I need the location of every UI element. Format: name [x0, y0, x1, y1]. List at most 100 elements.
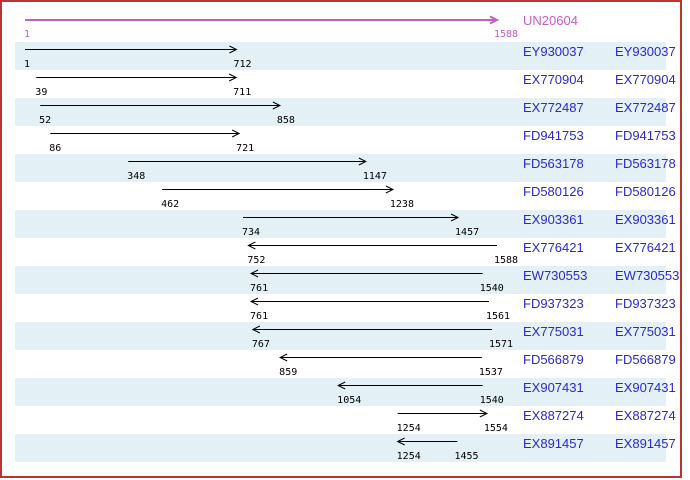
- accession-label[interactable]: EX903361: [523, 212, 584, 227]
- accession-label-secondary[interactable]: FD566879: [615, 352, 676, 367]
- row-band: [15, 98, 666, 126]
- end-coord: 858: [276, 115, 295, 126]
- alignment-arrow-icon: [247, 241, 497, 250]
- accession-label-secondary[interactable]: FD941753: [615, 128, 676, 143]
- alignment-row: 1 712 EY930037 EY930037: [0, 42, 690, 70]
- alignment-row: 39 711 EX770904 EX770904: [0, 70, 690, 98]
- accession-label-secondary[interactable]: EX887274: [615, 408, 676, 423]
- start-coord: 462: [161, 199, 180, 210]
- alignment-row: 761 1561 FD937323 FD937323: [0, 294, 690, 322]
- start-coord: 52: [39, 115, 52, 126]
- accession-label[interactable]: EX891457: [523, 436, 584, 451]
- accession-label-secondary[interactable]: EX891457: [615, 436, 676, 451]
- accession-label[interactable]: EX776421: [523, 240, 584, 255]
- end-coord: 1571: [488, 339, 514, 350]
- start-coord: 761: [250, 283, 269, 294]
- accession-label[interactable]: EW730553: [523, 268, 588, 283]
- accession-label-secondary[interactable]: FD937323: [615, 296, 676, 311]
- accession-label[interactable]: EX775031: [523, 324, 584, 339]
- reference-arrow-icon: [25, 15, 500, 25]
- accession-label[interactable]: EX770904: [523, 72, 584, 87]
- start-coord: 86: [49, 143, 62, 154]
- reference-row: 1 1588 UN20604: [0, 12, 690, 42]
- start-coord: 752: [247, 255, 266, 266]
- accession-label-secondary[interactable]: FD580126: [615, 184, 676, 199]
- row-band: [15, 434, 666, 462]
- alignment-arrow-icon: [397, 409, 489, 418]
- row-band: [15, 42, 666, 70]
- accession-label-secondary[interactable]: EX770904: [615, 72, 676, 87]
- alignment-arrow-icon: [162, 185, 395, 194]
- row-band: [15, 154, 666, 182]
- accession-label-secondary[interactable]: EX903361: [615, 212, 676, 227]
- accession-label[interactable]: EX887274: [523, 408, 584, 423]
- accession-label-secondary[interactable]: EX772487: [615, 100, 676, 115]
- end-coord: 711: [233, 87, 252, 98]
- end-coord: 1238: [389, 199, 414, 210]
- alignment-arrow-icon: [396, 437, 458, 446]
- alignment-row: 859 1537 FD566879 FD566879: [0, 350, 690, 378]
- accession-label-secondary[interactable]: EX775031: [615, 324, 676, 339]
- end-coord: 1147: [362, 171, 387, 182]
- alignment-row: 734 1457 EX903361 EX903361: [0, 210, 690, 238]
- accession-label-secondary[interactable]: EX907431: [615, 380, 676, 395]
- end-coord: 721: [236, 143, 255, 154]
- accession-label-secondary[interactable]: EW730553: [615, 268, 680, 283]
- alignment-row: 1054 1540 EX907431 EX907431: [0, 378, 690, 406]
- end-coord: 712: [233, 59, 252, 70]
- accession-label-secondary[interactable]: EX776421: [615, 240, 676, 255]
- start-coord: 1054: [337, 395, 362, 406]
- alignment-arrow-icon: [128, 157, 367, 166]
- end-coord: 1561: [485, 311, 511, 322]
- accession-label[interactable]: EX907431: [523, 380, 584, 395]
- accession-label[interactable]: FD566879: [523, 352, 584, 367]
- start-coord: 859: [279, 367, 298, 378]
- start-coord: 348: [127, 171, 146, 182]
- alignment-arrow-icon: [50, 129, 241, 138]
- alignment-arrow-icon: [36, 73, 238, 82]
- alignment-row: 767 1571 EX775031 EX775031: [0, 322, 690, 350]
- alignment-row: 1254 1554 EX887274 EX887274: [0, 406, 690, 434]
- accession-label-secondary[interactable]: FD563178: [615, 156, 676, 171]
- end-coord: 1540: [479, 395, 504, 406]
- alignment-arrow-icon: [249, 297, 489, 306]
- start-coord: 1: [24, 29, 31, 40]
- accession-label[interactable]: EX772487: [523, 100, 584, 115]
- start-coord: 767: [251, 339, 270, 350]
- alignment-arrow-icon: [40, 101, 282, 110]
- start-coord: 1254: [396, 423, 421, 434]
- accession-label-secondary[interactable]: EY930037: [615, 44, 676, 59]
- alignment-row: 462 1238 FD580126 FD580126: [0, 182, 690, 210]
- end-coord: 1540: [479, 283, 504, 294]
- end-coord: 1455: [454, 451, 479, 462]
- alignment-row: 1254 1455 EX891457 EX891457: [0, 434, 690, 462]
- row-band: [15, 210, 666, 238]
- accession-label[interactable]: FD937323: [523, 296, 584, 311]
- start-coord: 1: [24, 59, 31, 70]
- alignment-arrow-icon: [25, 45, 238, 54]
- row-band: [15, 322, 666, 350]
- row-band: [15, 378, 666, 406]
- alignment-row: 86 721 FD941753 FD941753: [0, 126, 690, 154]
- row-band: [15, 266, 666, 294]
- end-coord: 1457: [455, 227, 480, 238]
- accession-label[interactable]: FD580126: [523, 184, 584, 199]
- alignment-row: 761 1540 EW730553 EW730553: [0, 266, 690, 294]
- end-coord: 1588: [494, 29, 519, 40]
- end-coord: 1554: [483, 423, 508, 434]
- start-coord: 1254: [396, 451, 421, 462]
- start-coord: 761: [250, 311, 269, 322]
- alignment-row: 348 1147 FD563178 FD563178: [0, 154, 690, 182]
- accession-label[interactable]: FD563178: [523, 156, 584, 171]
- start-coord: 734: [242, 227, 261, 238]
- alignment-arrow-icon: [279, 353, 482, 362]
- start-coord: 39: [35, 87, 48, 98]
- alignment-arrow-icon: [337, 381, 483, 390]
- end-coord: 1588: [494, 255, 519, 266]
- alignment-arrow-icon: [249, 269, 483, 278]
- reference-label[interactable]: UN20604: [523, 13, 578, 28]
- alignment-row: 752 1588 EX776421 EX776421: [0, 238, 690, 266]
- accession-label[interactable]: FD941753: [523, 128, 584, 143]
- accession-label[interactable]: EY930037: [523, 44, 584, 59]
